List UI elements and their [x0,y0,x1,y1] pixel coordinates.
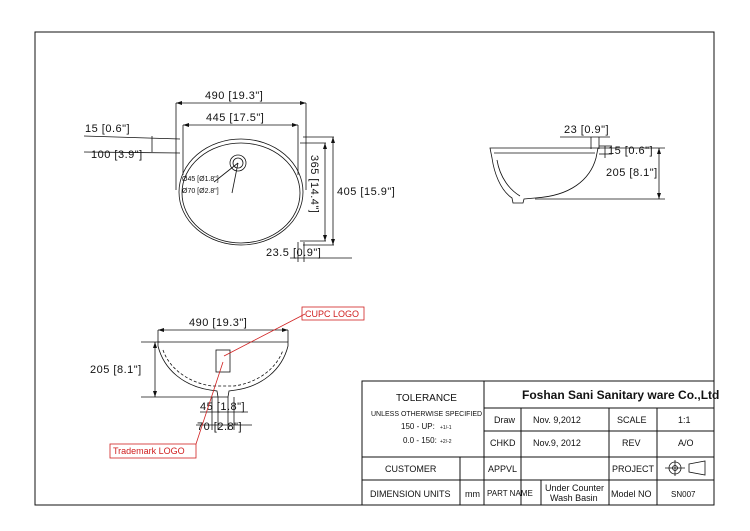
top-width-inner-label: 445 [17.5"] [206,112,264,124]
part-name-label: PART NAME [487,489,533,498]
tolerance-150-up: 150 - UP: [401,422,435,431]
top-width-outer-label: 490 [19.3"] [205,90,263,102]
rev-label: REV [622,438,641,448]
scale-label: SCALE [617,415,647,425]
cupc-logo-label: CUPC LOGO [305,309,359,319]
dimension-units-value: mm [465,489,480,499]
company-name: Foshan Sani Sanitary ware Co.,Ltd [522,388,719,402]
draw-label: Draw [494,415,516,425]
draw-date: Nov. 9,2012 [533,415,581,425]
top-view [83,102,352,262]
overflow-hole-inner [232,157,244,169]
front-height-label: 205 [8.1"] [90,364,142,376]
front-drain-hole-label: 45 [1.8"] [200,401,245,413]
tolerance-0-150: 0.0 - 150: [403,436,437,445]
appvl-label: APPVL [488,464,517,474]
projection-symbol-icon [665,460,706,476]
top-drain-outer-label: Ø70 [Ø2.8"] [182,188,219,195]
drawing-frame [34,31,715,506]
chkd-label: CHKD [490,438,516,448]
part-name-line1: Under Counter [545,483,604,493]
logo-marker [215,349,231,373]
chkd-date: Nov.9, 2012 [533,438,581,448]
dimension-units-label: DIMENSION UNITS [370,489,451,499]
customer-label: CUSTOMER [385,464,437,474]
top-rim-bottom-label: 23.5 [0.9"] [266,247,321,259]
front-drain-outer-label: 70 [2.8"] [197,421,242,433]
side-height-label: 205 [8.1"] [606,167,658,179]
tolerance-0-150-value: +2/-2 [440,439,452,445]
cupc-logo-box [301,306,365,321]
model-no-label: Model NO [611,489,652,499]
part-name-line2: Wash Basin [550,493,598,503]
side-rim-width-label: 23 [0.9"] [564,124,609,136]
tolerance-150-up-value: +1/-1 [440,425,452,431]
model-no-value: SN007 [671,490,696,499]
front-view-arrows [153,328,288,397]
trademark-logo-box [109,443,197,459]
side-basin-outline [489,147,599,204]
top-depth-outer-label: 405 [15.9"] [337,186,395,198]
front-view [141,329,289,430]
overflow-hole [229,154,247,172]
side-view [489,136,665,204]
trademark-logo-label: Trademark LOGO [113,446,185,456]
side-rim-height-label: 15 [0.6"] [608,145,653,157]
side-view-arrows [657,148,661,199]
tolerance-title: TOLERANCE [396,393,457,404]
project-label: PROJECT [612,464,655,474]
scale-value: 1:1 [678,415,691,425]
tolerance-note: UNLESS OTHERWISE SPECIFIED [371,411,482,418]
basin-inner-outline [181,142,301,244]
logo-callouts [109,306,365,459]
basin-outer-outline [178,138,304,246]
top-drain-hole-label: Ø45 [Ø1.8"] [182,176,219,183]
rev-value: A/O [678,438,694,448]
front-width-label: 490 [19.3"] [189,317,247,329]
top-depth-inner-label: 365 [14.4"] [308,155,320,213]
top-view-arrows [176,101,335,245]
top-drain-offset-label: 100 [3.9"] [91,149,143,161]
top-rim-offset-label: 15 [0.6"] [85,123,130,135]
title-block [361,380,715,506]
